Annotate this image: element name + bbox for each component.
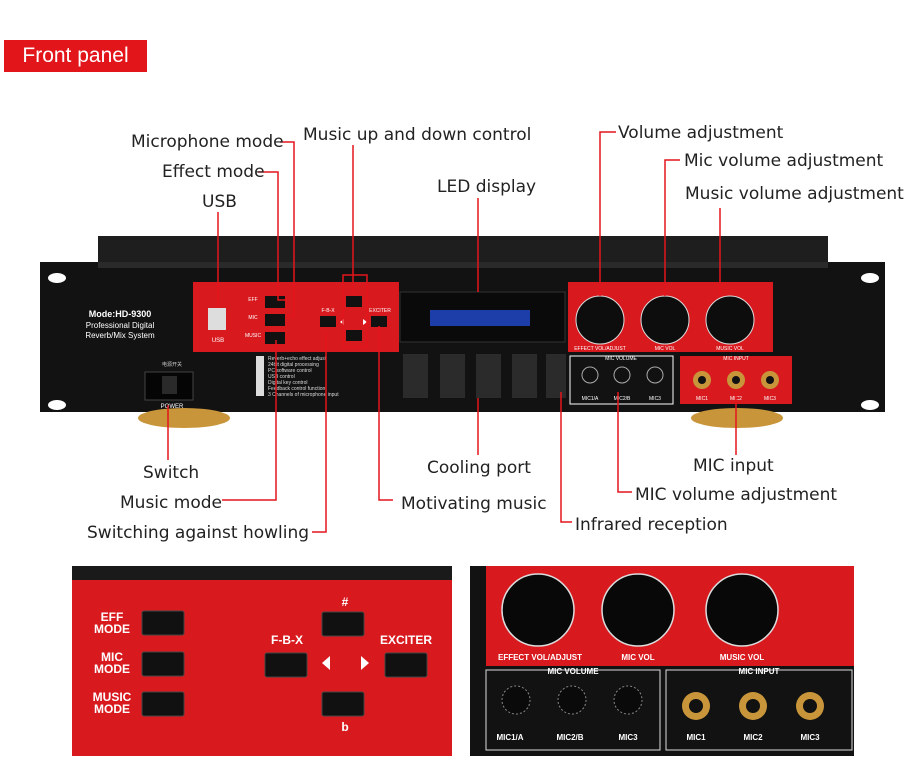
callout-music-volume-adjustment: Music volume adjustment: [685, 184, 904, 204]
callout-switching-against-howling: Switching against howling: [87, 523, 310, 543]
svg-text:USB control: USB control: [268, 374, 295, 380]
svg-text:MIC VOLUME: MIC VOLUME: [605, 356, 637, 362]
svg-text:EXCITER: EXCITER: [380, 633, 432, 647]
callout-infrared-reception: Infrared reception: [575, 515, 728, 535]
svg-text:MIC INPUT: MIC INPUT: [739, 667, 780, 676]
callout-cooling-port: Cooling port: [427, 458, 531, 478]
callout-effect-mode: Effect mode: [162, 162, 265, 182]
svg-text:MIC3: MIC3: [764, 396, 776, 402]
svg-text:MIC1: MIC1: [686, 733, 706, 742]
svg-text:Digital key control: Digital key control: [268, 380, 307, 386]
svg-text:MIC2/B: MIC2/B: [556, 733, 583, 742]
page-title: Front panel: [4, 40, 147, 72]
detail-buttons-closeup: EFF MODE MIC MODE MUSIC MODE F-B-X EXCIT…: [72, 566, 452, 756]
callout-volume-adjustment: Volume adjustment: [618, 123, 784, 143]
svg-text:MUSIC: MUSIC: [245, 333, 262, 339]
svg-text:EFFECT VOL/ADJUST: EFFECT VOL/ADJUST: [574, 346, 626, 352]
callout-led-display: LED display: [437, 177, 537, 197]
svg-text:F-B-X: F-B-X: [271, 633, 303, 647]
svg-text:EFFECT VOL/ADJUST: EFFECT VOL/ADJUST: [498, 653, 582, 662]
callout-mic-input: MIC input: [693, 456, 774, 476]
usb-label: USB: [212, 338, 224, 344]
svg-text:MIC: MIC: [101, 650, 123, 664]
svg-text:MIC3: MIC3: [649, 396, 661, 402]
svg-text:MIC2: MIC2: [743, 733, 763, 742]
callout-switch: Switch: [143, 463, 200, 483]
callout-mic-volume-adjustment: Mic volume adjustment: [684, 151, 884, 171]
svg-text:POWER: POWER: [161, 404, 184, 410]
svg-text:#: #: [342, 595, 349, 609]
svg-text:MIC3: MIC3: [800, 733, 820, 742]
svg-text:MODE: MODE: [94, 622, 130, 636]
svg-text:MIC1/A: MIC1/A: [582, 396, 599, 402]
svg-text:MIC VOL: MIC VOL: [621, 653, 654, 662]
svg-text:PC software control: PC software control: [268, 368, 312, 374]
svg-text:EFF: EFF: [101, 610, 124, 624]
svg-text:MUSIC VOL: MUSIC VOL: [720, 653, 765, 662]
detail-knobs-closeup: EFFECT VOL/ADJUST MIC VOL MUSIC VOL MIC …: [470, 566, 854, 756]
model-label: Mode:HD-9300: [89, 309, 152, 319]
svg-text:Reverb+echo effect adjust: Reverb+echo effect adjust: [268, 356, 327, 362]
callout-microphone-mode: Microphone mode: [131, 132, 284, 152]
svg-text:F-B-X: F-B-X: [321, 308, 335, 314]
svg-text:24bit digital processing: 24bit digital processing: [268, 362, 319, 368]
svg-text:EXCITER: EXCITER: [369, 308, 391, 314]
svg-text:Feedback control function: Feedback control function: [268, 386, 325, 392]
callout-music-mode: Music mode: [120, 493, 222, 513]
svg-text:b: b: [341, 720, 348, 734]
svg-text:MIC1/A: MIC1/A: [496, 733, 523, 742]
svg-text:Reverb/Mix System: Reverb/Mix System: [85, 331, 155, 340]
svg-text:MIC2/B: MIC2/B: [614, 396, 631, 402]
svg-text:MUSIC: MUSIC: [93, 690, 132, 704]
callout-motivating-music: Motivating music: [401, 494, 547, 514]
callout-usb: USB: [202, 192, 237, 212]
svg-text:MODE: MODE: [94, 662, 130, 676]
svg-text:MIC INPUT: MIC INPUT: [723, 356, 749, 362]
svg-text:MUSIC VOL: MUSIC VOL: [716, 346, 744, 352]
svg-text:MIC: MIC: [248, 315, 258, 321]
svg-text:Professional Digital: Professional Digital: [86, 321, 155, 330]
svg-text:3 Channels of microphone input: 3 Channels of microphone input: [268, 392, 339, 398]
callout-music-up-down: Music up and down control: [303, 125, 532, 145]
svg-text:电源开关: 电源开关: [162, 361, 182, 368]
svg-text:MIC VOL: MIC VOL: [655, 346, 676, 352]
svg-text:MODE: MODE: [94, 702, 130, 716]
svg-text:MIC1: MIC1: [696, 396, 708, 402]
svg-text:MIC VOLUME: MIC VOLUME: [547, 667, 599, 676]
svg-text:EFF: EFF: [248, 297, 257, 303]
callout-mic-volume-adjustment-2: MIC volume adjustment: [635, 485, 838, 505]
svg-text:MIC3: MIC3: [618, 733, 638, 742]
